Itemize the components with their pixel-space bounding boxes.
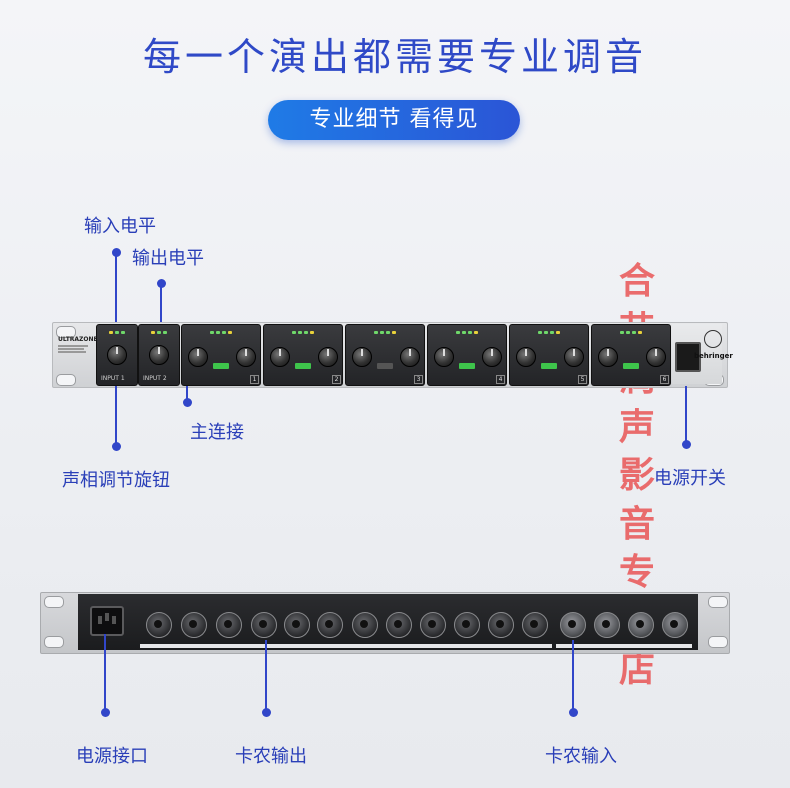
zone-module-6: 6	[591, 324, 671, 386]
module-number: 4	[496, 375, 505, 384]
rack-hole	[44, 596, 64, 608]
level-knob[interactable]	[400, 347, 420, 367]
level-knob[interactable]	[646, 347, 666, 367]
mono-button[interactable]	[623, 363, 639, 369]
xlr-output-jack[interactable]	[386, 612, 412, 638]
callout-main-connection: 主连接	[190, 422, 244, 443]
callout-output-level: 输出电平	[132, 248, 204, 269]
zone-module-4: 4	[427, 324, 507, 386]
callout-xlr-in: 卡农输入	[545, 746, 617, 767]
page-headline: 每一个演出都需要专业调音	[142, 35, 647, 79]
zone-module-2: 2	[263, 324, 343, 386]
feature-pill: 专业细节 看得见	[268, 100, 520, 140]
callout-line	[115, 386, 117, 444]
brand-name: behringer	[694, 352, 733, 360]
rack-hole	[56, 326, 76, 338]
xlr-output-jack[interactable]	[251, 612, 277, 638]
level-knob[interactable]	[564, 347, 584, 367]
level-knob[interactable]	[318, 347, 338, 367]
xlr-output-jack[interactable]	[317, 612, 343, 638]
rack-hole	[44, 636, 64, 648]
rack-hole	[708, 596, 728, 608]
pan-knob[interactable]	[516, 347, 536, 367]
zone-module-1: 1	[181, 324, 261, 386]
mono-button[interactable]	[213, 363, 229, 369]
pan-knob[interactable]	[598, 347, 618, 367]
xlr-output-jack[interactable]	[488, 612, 514, 638]
mono-button[interactable]	[541, 363, 557, 369]
module-number: 5	[578, 375, 587, 384]
module-number: 2	[332, 375, 341, 384]
power-switch[interactable]	[675, 342, 701, 372]
mono-button[interactable]	[459, 363, 475, 369]
pan-knob[interactable]	[434, 347, 454, 367]
xlr-input-jack[interactable]	[628, 612, 654, 638]
rack-hole	[708, 636, 728, 648]
input-level-knob[interactable]	[107, 345, 127, 365]
callout-dot	[112, 442, 121, 451]
input-label-strip	[556, 644, 692, 648]
callout-dot	[262, 708, 271, 717]
xlr-input-jack[interactable]	[594, 612, 620, 638]
level-knob[interactable]	[482, 347, 502, 367]
callout-line	[265, 640, 267, 710]
xlr-input-jack[interactable]	[662, 612, 688, 638]
input-label: INPUT 2	[143, 375, 167, 382]
xlr-output-jack[interactable]	[352, 612, 378, 638]
callout-dot	[569, 708, 578, 717]
pan-knob[interactable]	[352, 347, 372, 367]
callout-dot	[101, 708, 110, 717]
output-level-knob[interactable]	[149, 345, 169, 365]
power-socket[interactable]	[90, 606, 124, 636]
xlr-output-jack[interactable]	[420, 612, 446, 638]
module-number: 3	[414, 375, 423, 384]
callout-pan-knob: 声相调节旋钮	[62, 470, 170, 491]
behringer-logo-icon	[704, 330, 722, 348]
level-knob[interactable]	[236, 347, 256, 367]
model-badge: ULTRAZONE	[58, 336, 98, 380]
xlr-output-jack[interactable]	[181, 612, 207, 638]
zone-module-3: 3	[345, 324, 425, 386]
callout-dot	[682, 440, 691, 449]
callout-power-switch: 电源开关	[654, 468, 726, 489]
callout-line	[572, 640, 574, 710]
model-name: ULTRAZONE	[58, 336, 98, 343]
module-number: 6	[660, 375, 669, 384]
pan-knob[interactable]	[270, 347, 290, 367]
xlr-output-jack[interactable]	[146, 612, 172, 638]
xlr-output-jack[interactable]	[454, 612, 480, 638]
mono-button[interactable]	[295, 363, 311, 369]
callout-line	[104, 634, 106, 710]
callout-input-level: 输入电平	[84, 216, 156, 237]
xlr-input-jack[interactable]	[560, 612, 586, 638]
pan-knob[interactable]	[188, 347, 208, 367]
callout-xlr-out: 卡农输出	[235, 746, 307, 767]
callout-line	[160, 283, 162, 324]
callout-dot	[183, 398, 192, 407]
xlr-output-jack[interactable]	[284, 612, 310, 638]
input-label: INPUT 1	[101, 375, 125, 382]
callout-power-socket: 电源接口	[76, 746, 148, 767]
input-module-1: INPUT 1	[96, 324, 138, 386]
mono-button[interactable]	[377, 363, 393, 369]
zone-module-5: 5	[509, 324, 589, 386]
callout-line	[685, 386, 687, 442]
output-label-strip	[140, 644, 552, 648]
rack-hole	[56, 374, 76, 386]
callout-line	[186, 386, 188, 400]
module-number: 1	[250, 375, 259, 384]
xlr-output-jack[interactable]	[216, 612, 242, 638]
input-module-2: INPUT 2	[138, 324, 180, 386]
xlr-output-jack[interactable]	[522, 612, 548, 638]
callout-line	[115, 252, 117, 324]
